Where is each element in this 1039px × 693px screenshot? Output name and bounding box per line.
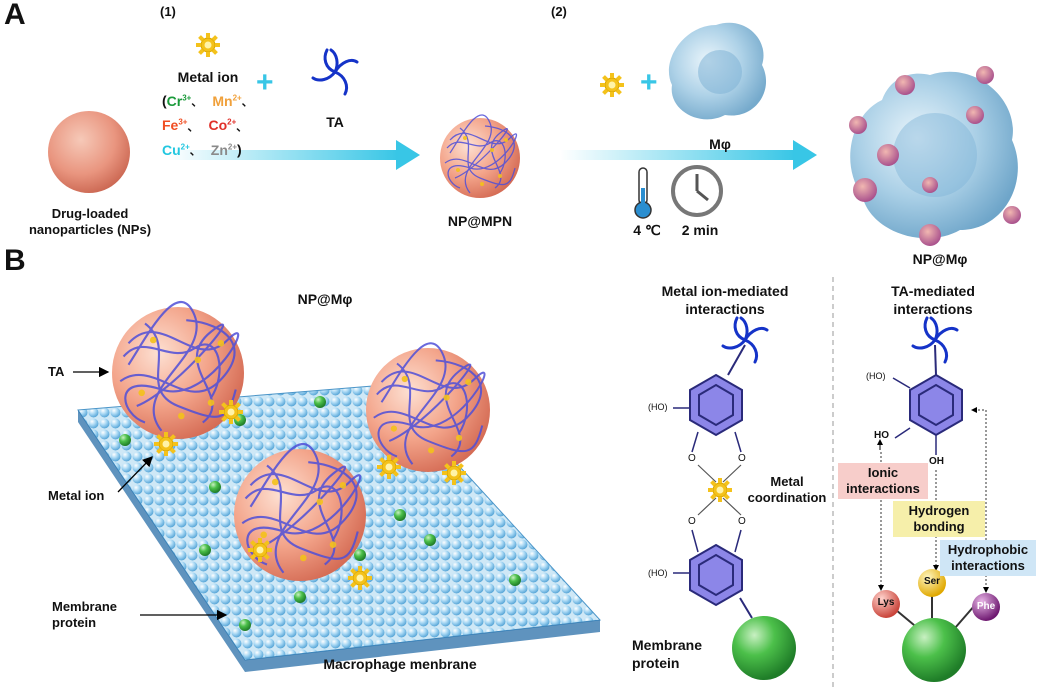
ion-cr: Cr3+ [166,92,192,109]
lys-label: Lys [877,597,895,608]
ion-charge: 3+ [182,93,192,102]
phe-residue [972,593,1000,621]
macrophage-icon [668,22,767,120]
ion-zn: Zn2+ [210,141,238,158]
np-mpn-label: NP@MPN [447,213,513,229]
ion-charge: 2+ [232,93,242,102]
metal-ion-interactions-title: Metal ion-mediated interactions [661,283,789,317]
panel-a-letter: A [4,0,26,31]
membrane-protein-sphere-mid [732,616,796,680]
np-on-membrane-3 [364,342,492,474]
membrane-protein-pointer-label: Membrane protein [52,599,118,630]
arrow-step2 [560,150,795,160]
arrow-step1 [168,150,398,160]
ion-charge: 2+ [227,142,238,152]
benzene-ring-right [909,374,963,436]
np-mpn-particle [439,114,521,199]
time-label: 2 min [681,222,719,238]
oxygen-2: O [738,453,746,464]
ta-pointer-label: TA [48,364,65,379]
drug-nanoparticle [48,111,130,193]
ta-label: TA [326,114,344,130]
step-2-label: (2) [551,4,567,19]
temperature-label: 4 ℃ [633,222,661,238]
separator: 、 [241,96,253,109]
ion-fe: Fe3+ [162,117,188,134]
membrane-protein-mid-label: Membrane protein [632,637,703,671]
metal-ion-pointer-label: Metal ion [48,488,105,503]
ionic-interactions-tag: Ionic interactions [838,463,928,499]
plus-sign-1: + [256,66,274,99]
ho-label-bottom: (HO) [648,568,668,578]
thermometer-icon [634,167,652,219]
separator: 、 [236,121,248,134]
arrow-step2-head [793,140,817,170]
ser-label: Ser [923,576,941,587]
lys-residue [872,590,900,618]
metal-ion-title: Metal ion [177,69,239,85]
ho-label-top: (HO) [648,402,668,412]
ta-mid-icon [721,316,769,364]
separator: 、 [191,96,203,109]
ion-co: Co2+ [208,117,237,134]
step-1-label: (1) [160,4,176,19]
metal-coordination-label: Metal coordination [747,474,827,505]
metal-ion-step2-icon [599,72,625,98]
membrane-caption: Macrophage menbrane [323,656,477,672]
np-macrophage-cell [849,66,1021,246]
panel-b-letter: B [4,244,26,277]
ta-icon [311,48,359,96]
oxygen-1: O [688,453,696,464]
ta-interactions-title: TA-mediated interactions [891,283,975,317]
hydroxyl-ho: HO [874,430,889,441]
ion-charge: 2+ [227,117,237,127]
macrophage-label: Mφ [709,136,731,152]
metal-ion-row: (Cr3+、Mn2+、 [162,88,253,113]
metal-ion-list: (Cr3+、Mn2+、Fe3+、Co2+、Cu2+、Zn2+) [162,88,253,162]
hydrophobic-interactions-tag: Hydrophobic interactions [940,540,1036,576]
ho-label-right: (HO) [866,371,886,381]
membrane-protein-sphere-right [902,618,966,682]
open-paren: ( [162,92,167,109]
plus-sign-2: + [640,66,658,99]
separator: 、 [187,121,199,134]
oxygen-3: O [688,516,696,527]
clock-icon [671,165,723,217]
ion-mn: Mn2+ [212,92,242,109]
arrow-step1-head [396,140,420,170]
membrane-panel-title: NP@Mφ [297,291,353,307]
metal-ion-icon [195,32,221,58]
ion-cu: Cu2+ [162,141,190,158]
ser-residue [918,569,946,597]
metal-ion-row: Fe3+、Co2+、 [162,113,253,138]
ion-charge: 3+ [178,117,188,127]
phe-label: Phe [976,601,996,612]
drug-np-label: Drug-loaded nanoparticles (NPs) [28,206,152,237]
benzene-ring-top [689,374,743,436]
hydrogen-bonding-tag: Hydrogen bonding [893,501,985,537]
benzene-ring-bottom [689,544,743,606]
close-paren: ) [237,141,242,158]
oxygen-4: O [738,516,746,527]
np-macrophage-label: NP@Mφ [912,251,968,267]
hydroxyl-oh: OH [929,456,944,467]
metal-coordination-ion [707,477,733,503]
ion-charge: 2+ [180,142,190,152]
metal-ion-row: Cu2+、 Zn2+) [162,137,253,162]
separator: 、 [189,145,201,158]
metal-ion-pointer [117,456,153,493]
